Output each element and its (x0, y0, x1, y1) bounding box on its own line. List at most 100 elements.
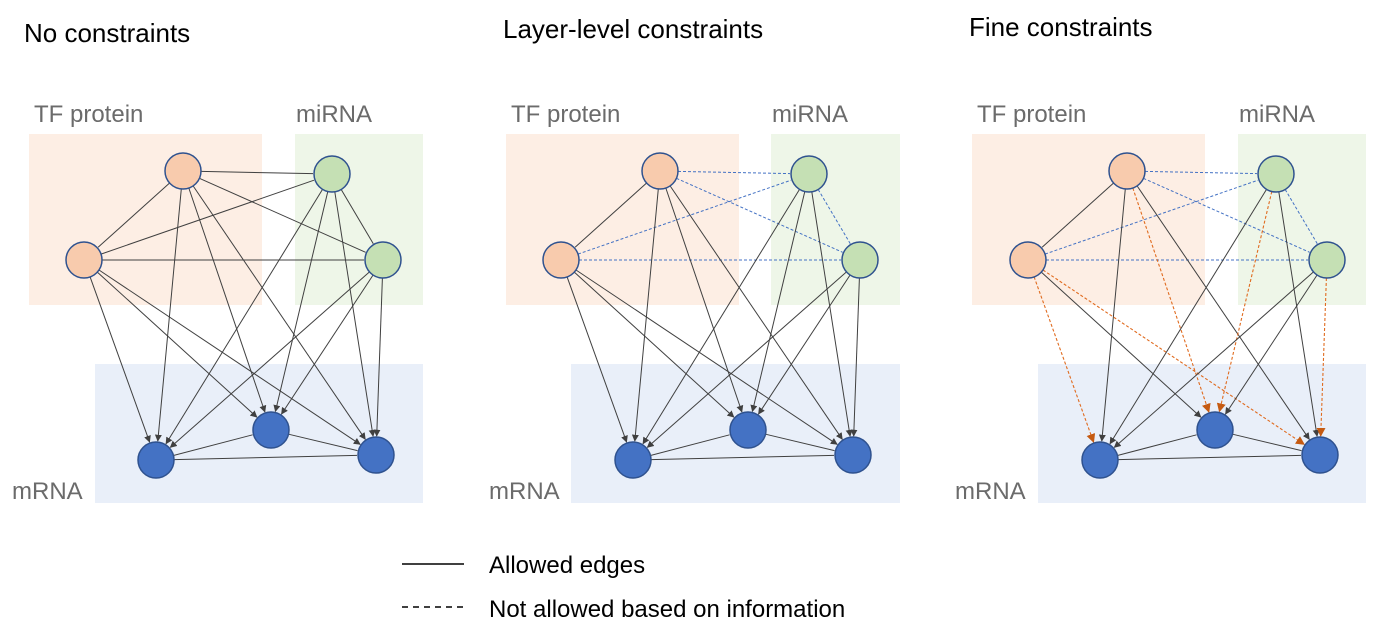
tf-node-tf2 (65, 241, 103, 279)
edge-m1-m2 (173, 434, 253, 456)
mirna-node-mi2 (1308, 241, 1346, 279)
edge-mi1-mi2 (340, 189, 374, 244)
tf-protein-region (506, 134, 739, 305)
mrna-node-m2 (252, 411, 290, 449)
panel-fine-constraints: Fine constraints TF protein miRNA mRNA (955, 12, 1366, 505)
mrna-label: mRNA (955, 478, 1026, 505)
edge-tf1-mi2 (1143, 177, 1310, 253)
mirna-region (771, 134, 900, 305)
edge-tf1-tf2 (97, 182, 170, 248)
edge-tf1-tf2 (1041, 182, 1114, 248)
edge-mi1-m1 (165, 189, 324, 445)
node-group (542, 152, 879, 479)
edge-mi1-m2 (273, 191, 329, 413)
node-group (1009, 152, 1346, 479)
mrna-node-m2 (729, 411, 767, 449)
edge-mi2-m1 (646, 271, 847, 448)
edge-tf2-m1 (89, 276, 151, 443)
edge-mi2-m3 (1316, 277, 1327, 437)
edge-group (1033, 170, 1327, 461)
tf-node-tf1 (164, 152, 202, 190)
edge-tf2-m2 (1040, 271, 1202, 418)
edge-tf1-m3 (192, 185, 366, 440)
edge-mi1-m1 (1109, 189, 1268, 445)
tf-protein-label: TF protein (34, 101, 143, 128)
edge-mi1-m3 (334, 191, 376, 437)
edge-mi1-mi2 (1284, 189, 1318, 244)
tf-node-tf1 (641, 152, 679, 190)
edge-mi1-m2 (750, 191, 806, 413)
panel-title: Fine constraints (969, 12, 1153, 42)
mrna-node-m1 (1081, 441, 1119, 479)
edge-tf1-mi1 (677, 170, 791, 175)
edge-tf2-m3 (575, 269, 838, 445)
mrna-label: mRNA (12, 478, 83, 505)
legend-not-allowed: Not allowed based on information (489, 596, 845, 623)
mirna-node-mi1 (313, 155, 351, 193)
mirna-region (1238, 134, 1366, 305)
mirna-node-mi1 (790, 155, 828, 193)
edge-mi2-m2 (281, 274, 374, 415)
edge-group (89, 170, 383, 461)
mirna-label: miRNA (1239, 101, 1315, 128)
mirna-node-mi2 (841, 241, 879, 279)
edge-m1-m3 (650, 454, 835, 461)
edge-tf1-tf2 (574, 182, 647, 248)
panel-title: Layer-level constraints (503, 14, 763, 44)
edge-tf2-m2 (96, 271, 258, 418)
edge-tf1-mi1 (1144, 170, 1258, 175)
legend: Allowed edges Not allowed based on infor… (402, 552, 845, 623)
edge-tf1-m1 (631, 188, 659, 442)
edge-tf1-mi2 (676, 177, 843, 253)
edge-mi1-m1 (642, 189, 801, 445)
edge-tf1-m3 (669, 185, 843, 440)
panel-title: No constraints (24, 18, 190, 48)
legend-allowed-edges: Allowed edges (489, 552, 645, 579)
tf-node-tf2 (542, 241, 580, 279)
edge-tf1-mi1 (200, 170, 314, 175)
tf-protein-region (972, 134, 1205, 305)
mrna-node-m3 (357, 436, 395, 474)
mrna-label: mRNA (489, 478, 560, 505)
edge-group (566, 170, 860, 461)
edge-tf2-mi1 (1044, 179, 1259, 255)
edge-tf2-m3 (1042, 269, 1305, 445)
edge-m1-m2 (1117, 434, 1197, 456)
tf-node-tf1 (1108, 152, 1146, 190)
edge-mi2-m1 (1113, 271, 1314, 448)
mirna-label: miRNA (772, 101, 848, 128)
edge-tf2-mi1 (100, 179, 315, 255)
panel-no-constraints: No constraints TF protein miRNA mRNA (12, 18, 423, 505)
mrna-node-m1 (137, 441, 175, 479)
edge-mi2-m3 (850, 277, 860, 437)
edge-tf1-m1 (1098, 188, 1126, 442)
edge-mi1-m2 (1216, 191, 1273, 413)
mrna-node-m3 (1301, 436, 1339, 474)
edge-mi1-m3 (811, 191, 853, 437)
edge-mi2-m3 (373, 277, 383, 437)
mrna-node-m2 (1196, 411, 1234, 449)
edge-mi2-m2 (1225, 274, 1318, 415)
mirna-node-mi2 (364, 241, 402, 279)
edge-m1-m3 (1117, 454, 1302, 461)
edge-m2-m3 (288, 433, 358, 452)
edge-tf1-m3 (1136, 185, 1310, 440)
edge-mi2-m2 (758, 274, 851, 415)
edge-mi1-mi2 (817, 189, 851, 244)
edge-mi2-m1 (169, 271, 370, 448)
mrna-node-m3 (834, 436, 872, 474)
edge-tf1-m1 (154, 188, 182, 442)
edge-tf2-m3 (98, 269, 361, 445)
edge-m2-m3 (765, 433, 835, 452)
edge-tf2-m1 (1033, 276, 1096, 443)
mirna-node-mi1 (1257, 155, 1295, 193)
tf-protein-region (29, 134, 262, 305)
tf-protein-label: TF protein (511, 101, 620, 128)
edge-tf1-mi2 (199, 177, 366, 253)
edge-tf2-m1 (566, 276, 628, 443)
edge-m1-m2 (650, 434, 730, 456)
edge-tf2-m2 (573, 271, 735, 418)
node-group (65, 152, 402, 479)
mrna-node-m1 (614, 441, 652, 479)
edge-m2-m3 (1232, 433, 1302, 452)
